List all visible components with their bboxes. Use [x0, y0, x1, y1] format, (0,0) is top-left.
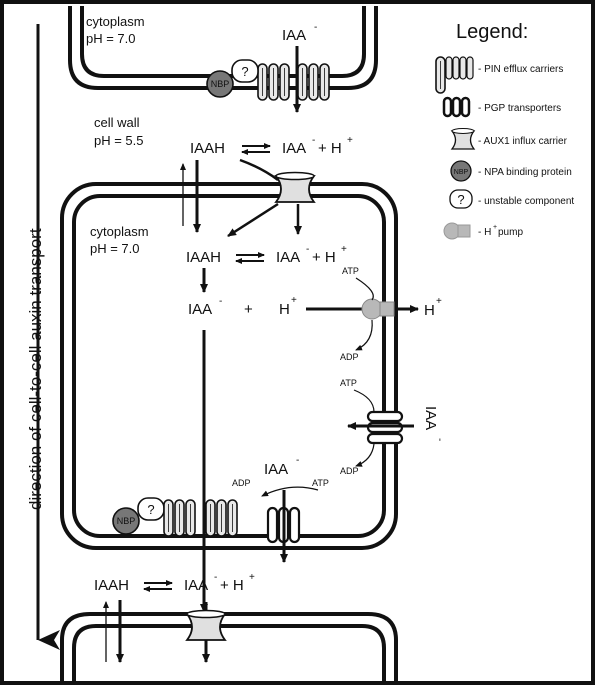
- legend-item-pump: - H + pump: [478, 224, 523, 238]
- svg-text:?: ?: [147, 502, 154, 517]
- pin-carrier-icon: [436, 57, 473, 93]
- pgp-transporter-icon: [444, 98, 469, 116]
- svg-text:- H: - H: [478, 227, 491, 238]
- arrow-to-aux1: [240, 160, 278, 180]
- nbp-top: NBP: [207, 71, 233, 97]
- svg-text:IAAH: IAAH: [186, 249, 221, 266]
- svg-text:IAAH: IAAH: [190, 140, 225, 157]
- adp-label-2: ADP: [340, 466, 359, 476]
- svg-text:IAA: IAA: [276, 249, 300, 266]
- atp-curve-1: [356, 278, 373, 300]
- svg-text:pump: pump: [498, 227, 523, 238]
- arrow-aux1-to-iaah: [228, 204, 278, 236]
- svg-text:IAA: IAA: [264, 461, 288, 478]
- legend: Legend: - PIN efflux carriers - PGP tran…: [436, 21, 574, 239]
- svg-text:IAA: IAA: [184, 577, 208, 594]
- h-out-label: H +: [424, 296, 442, 319]
- bottom-cell-membrane: [62, 614, 396, 683]
- svg-text:NBP: NBP: [211, 79, 230, 89]
- legend-item-unstable: - unstable component: [478, 196, 574, 207]
- svg-text:+ H: + H: [220, 577, 244, 594]
- svg-text:+: +: [249, 572, 255, 583]
- svg-text:IAAH: IAAH: [94, 577, 129, 594]
- svg-text:IAA: IAA: [422, 406, 439, 430]
- legend-item-nbp: - NPA binding protein: [478, 167, 572, 178]
- svg-text:IAA: IAA: [282, 27, 306, 44]
- svg-text:NBP: NBP: [454, 169, 469, 176]
- svg-text:+: +: [436, 296, 442, 307]
- ph-top-label: pH = 7.0: [86, 31, 136, 46]
- svg-text:-: -: [314, 22, 317, 33]
- pin-carriers-top: [258, 64, 329, 100]
- svg-text:IAA: IAA: [188, 301, 212, 318]
- aux1-carrier-bottom: [187, 611, 225, 641]
- aux1-carrier-mid: [276, 173, 314, 203]
- svg-text:H: H: [424, 302, 435, 319]
- transport-direction-label: direction of cell-to-cell auxin transpor…: [26, 228, 45, 510]
- h-pump-mid: [362, 299, 394, 319]
- svg-text:H: H: [279, 301, 290, 318]
- cytoplasm-equilibrium: IAAH IAA - + H +: [186, 244, 347, 266]
- lower-wall-equilibrium: IAAH IAA - + H +: [94, 572, 255, 594]
- cytoplasm-mid-label: cytoplasm: [90, 224, 149, 239]
- svg-text:-: -: [296, 455, 299, 466]
- unstable-bottom: ?: [138, 498, 164, 520]
- svg-text:?: ?: [457, 192, 464, 207]
- dissociated-ions: IAA - + H +: [188, 295, 297, 318]
- nbp-icon: NBP: [451, 161, 471, 181]
- svg-text:-: -: [306, 244, 309, 255]
- svg-text:-: -: [312, 135, 315, 146]
- svg-text:NBP: NBP: [117, 516, 136, 526]
- cytoplasm-top-label: cytoplasm: [86, 14, 145, 29]
- svg-text:IAA: IAA: [282, 140, 306, 157]
- legend-item-aux1: - AUX1 influx carrier: [478, 136, 568, 147]
- h-pump-icon: [444, 223, 470, 239]
- svg-text:+: +: [347, 135, 353, 146]
- atp-curve-2: [354, 390, 374, 412]
- aux1-carrier-icon: [452, 129, 474, 150]
- adp-label-1: ADP: [340, 352, 359, 362]
- iaa-bottom-label: IAA -: [264, 455, 299, 478]
- svg-text:?: ?: [241, 64, 248, 79]
- svg-text:+: +: [291, 295, 297, 306]
- atp-adp-curve-3: [262, 487, 318, 496]
- wall-equilibrium: IAAH IAA - + H +: [190, 135, 353, 157]
- svg-text:+: +: [341, 244, 347, 255]
- iaa-right-label: IAA -: [422, 406, 445, 441]
- svg-text:+: +: [244, 301, 253, 318]
- svg-text:+ H: + H: [312, 249, 336, 266]
- atp-label-2: ATP: [340, 378, 357, 388]
- ph-mid-label: pH = 7.0: [90, 241, 140, 256]
- adp-label-3: ADP: [232, 478, 251, 488]
- ph-wall-label: pH = 5.5: [94, 133, 144, 148]
- cell-wall-label: cell wall: [94, 115, 140, 130]
- question-icon: ?: [450, 190, 472, 208]
- svg-text:+: +: [493, 224, 497, 231]
- nbp-bottom: NBP: [113, 508, 139, 534]
- svg-text:-: -: [434, 438, 445, 441]
- legend-item-pin: - PIN efflux carriers: [478, 64, 563, 75]
- atp-label-1: ATP: [342, 266, 359, 276]
- atp-label-3: ATP: [312, 478, 329, 488]
- unstable-top: ?: [232, 60, 258, 82]
- legend-item-pgp: - PGP transporters: [478, 103, 561, 114]
- svg-text:-: -: [214, 572, 217, 583]
- svg-text:-: -: [219, 296, 222, 307]
- pin-carriers-bottom: [164, 500, 237, 536]
- adp-curve-1: [356, 320, 372, 350]
- svg-text:+ H: + H: [318, 140, 342, 157]
- iaa-top: IAA -: [282, 22, 317, 44]
- legend-title: Legend:: [456, 21, 528, 43]
- adp-curve-2: [356, 444, 374, 466]
